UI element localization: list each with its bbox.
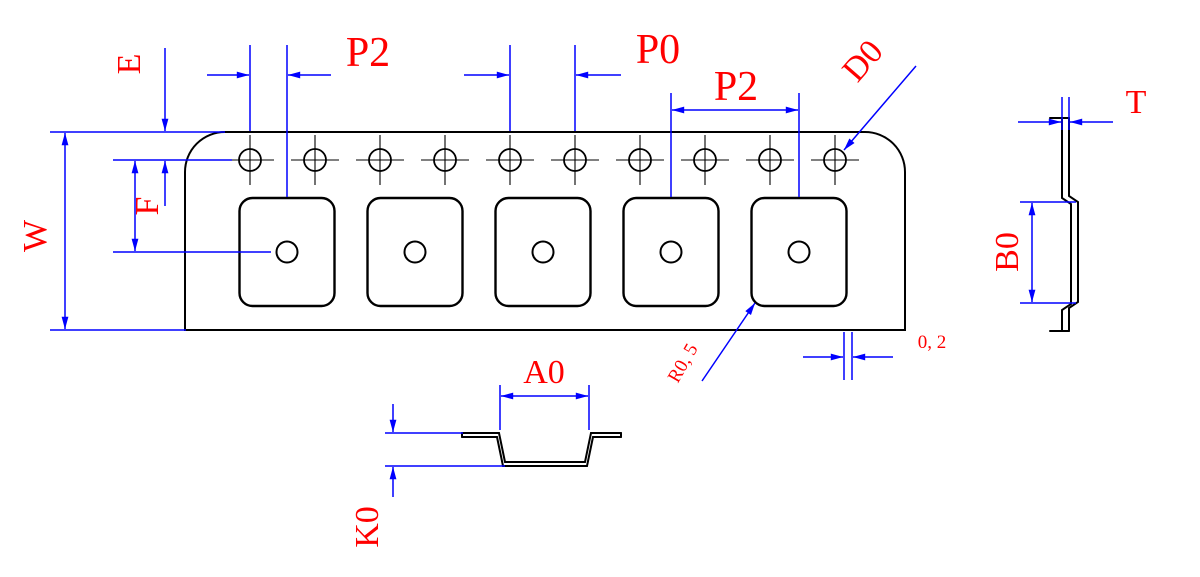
sprocket-holes bbox=[226, 135, 859, 185]
sprocket-hole bbox=[616, 135, 664, 185]
label-02: 0, 2 bbox=[918, 332, 947, 353]
sprocket-hole bbox=[681, 135, 729, 185]
pocket-cross-section bbox=[461, 432, 622, 467]
dimension-p0: P0 bbox=[464, 27, 680, 131]
dimension-f: F bbox=[113, 160, 271, 253]
sprocket-hole bbox=[811, 135, 859, 185]
component-pocket bbox=[750, 196, 848, 308]
label-t: T bbox=[1126, 84, 1147, 121]
dimension-b0: B0 bbox=[989, 201, 1076, 304]
label-f: F bbox=[129, 197, 166, 216]
sprocket-hole bbox=[746, 135, 794, 185]
label-b0: B0 bbox=[989, 232, 1026, 272]
dimension-02: 0, 2 bbox=[803, 332, 946, 380]
dimension-k0: K0 bbox=[349, 404, 505, 548]
component-pocket bbox=[622, 196, 720, 308]
tape-outline bbox=[184, 131, 906, 331]
sprocket-hole bbox=[551, 135, 599, 185]
sprocket-hole bbox=[291, 135, 339, 185]
sprocket-hole bbox=[226, 135, 274, 185]
component-pockets bbox=[238, 196, 848, 308]
label-w: W bbox=[17, 219, 54, 252]
tape-side-view bbox=[1049, 117, 1079, 332]
sprocket-hole bbox=[421, 135, 469, 185]
sprocket-hole bbox=[356, 135, 404, 185]
dimension-t: T bbox=[1018, 84, 1147, 130]
dimension-r05: R0, 5 bbox=[664, 302, 756, 386]
label-e: E bbox=[111, 54, 148, 75]
component-pocket bbox=[366, 196, 464, 308]
dimension-p2-mid: P2 bbox=[670, 64, 800, 197]
label-a0: A0 bbox=[523, 354, 565, 391]
dimension-w: W bbox=[17, 131, 225, 331]
component-pocket bbox=[494, 196, 592, 308]
dimension-a0: A0 bbox=[499, 354, 590, 430]
dimension-p2-top: P2 bbox=[207, 30, 390, 197]
label-d0: D0 bbox=[835, 33, 890, 89]
label-k0: K0 bbox=[349, 506, 386, 548]
label-p2-mid: P2 bbox=[714, 64, 758, 110]
sprocket-hole bbox=[486, 135, 534, 185]
dimension-e: E bbox=[111, 48, 232, 206]
label-p0: P0 bbox=[636, 27, 680, 73]
label-r05: R0, 5 bbox=[664, 340, 703, 386]
label-p2-top: P2 bbox=[346, 30, 390, 76]
